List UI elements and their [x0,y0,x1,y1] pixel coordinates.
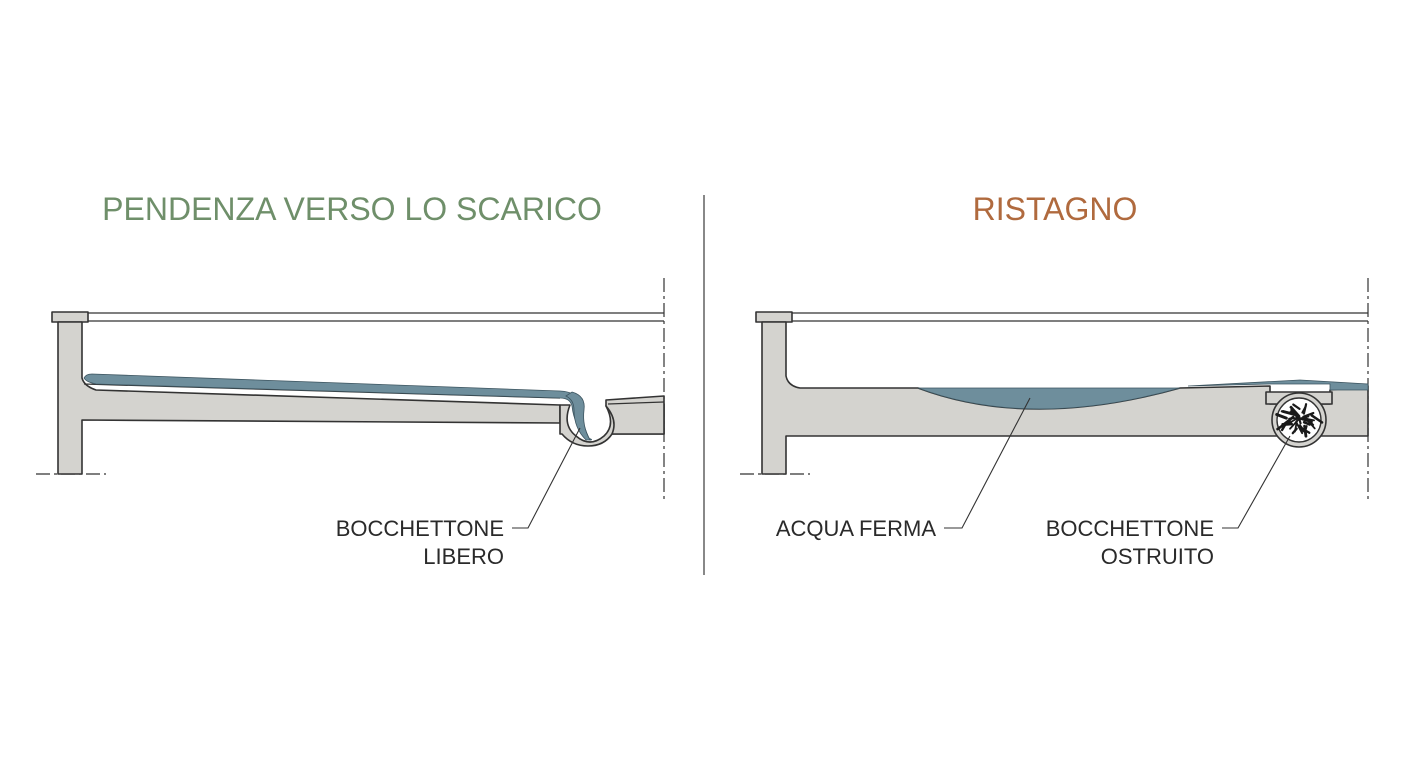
debris-strand [1310,414,1324,424]
debris-strand [1299,415,1310,420]
left-panel: PENDENZA VERSO LO SCARICO BOCCHETTONE LI… [36,191,665,569]
right-panel: RISTAGNO ACQUA FERMA BOCCHETTONE OSTRUIT… [740,191,1369,569]
debris-strand [1301,405,1307,414]
water-label: ACQUA FERMA [776,516,936,541]
left-drain-label-line2: LIBERO [423,544,504,569]
left-wall-and-slab [57,321,561,475]
left-panel-title: PENDENZA VERSO LO SCARICO [102,191,602,227]
left-slab-right-finish [607,401,665,405]
right-standing-water [917,387,1181,410]
drain-debris [1275,403,1324,438]
debris-strand [1298,424,1306,433]
right-parapet-cap [755,311,793,323]
debris-strand [1299,428,1307,434]
water-leader [944,397,1031,529]
left-water-flow [83,373,592,441]
debris-strand [1275,413,1288,420]
left-slab-right-piece [605,395,665,435]
debris-strand [1288,417,1300,424]
obstructed-drain [1265,391,1333,448]
right-panel-title: RISTAGNO [973,191,1138,227]
right-drain-leader [1222,435,1291,529]
right-drain-label-line2: OSTRUITO [1101,544,1214,569]
left-drain-label-line1: BOCCHETTONE [336,516,504,541]
debris-strand [1302,411,1315,418]
left-water-drop [565,391,591,441]
debris-strand [1292,403,1301,410]
debris-strand [1293,419,1298,433]
debris-strand [1303,424,1308,438]
debris-strand [1302,420,1311,426]
debris-strand [1281,410,1296,416]
left-parapet-cap [51,311,89,323]
right-water-near-drain [1187,379,1369,391]
right-drain-label-line1: BOCCHETTONE [1046,516,1214,541]
debris-strand [1281,415,1295,427]
left-drain-leader [512,427,581,529]
